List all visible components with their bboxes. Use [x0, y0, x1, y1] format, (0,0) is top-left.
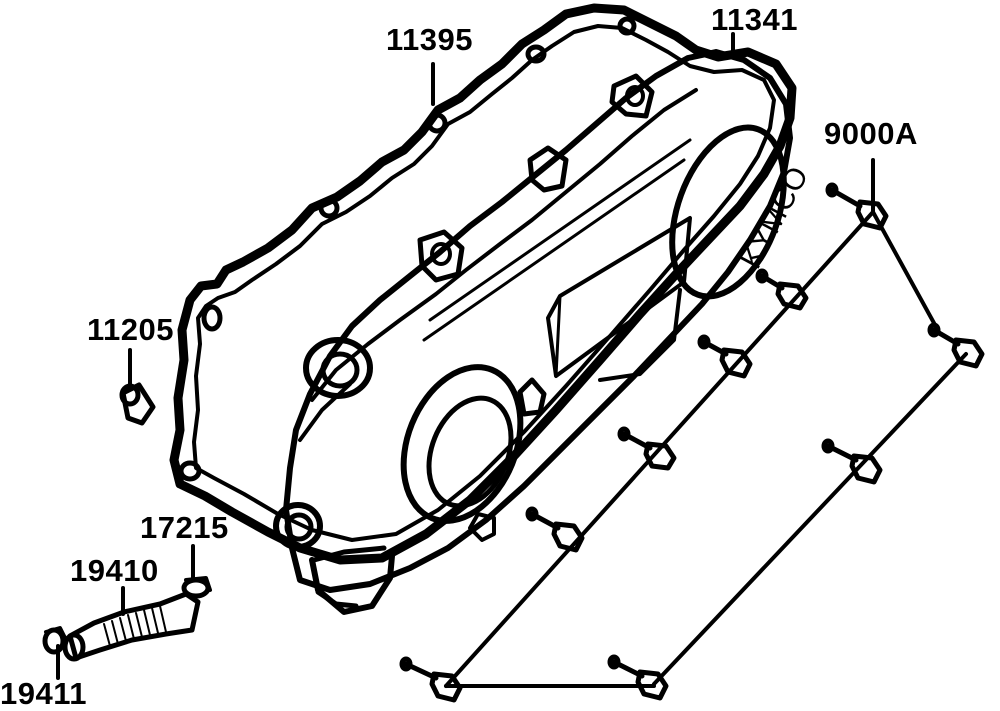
hose-clamp-19411: [42, 626, 68, 655]
vent-hose: [62, 591, 201, 662]
bolt: [607, 654, 669, 701]
part-label-9000A: 9000A: [824, 116, 918, 151]
logo-text: KYMCO: [734, 161, 815, 274]
bolt: [821, 438, 883, 485]
gasket: [169, 3, 797, 565]
gasket-hole: [426, 112, 448, 134]
part-label-19411: 19411: [0, 676, 87, 711]
gasket-hole: [178, 460, 202, 482]
logo-dome: [669, 124, 787, 300]
crankcase-cover: [273, 49, 793, 615]
bolt: [399, 656, 463, 703]
bolt: [755, 268, 809, 311]
gasket-hole: [617, 16, 637, 36]
part-label-17215: 17215: [140, 510, 229, 545]
bolt: [525, 506, 585, 553]
gasket-hole: [201, 304, 223, 332]
boss-hole: [430, 242, 452, 266]
bolt: [697, 334, 753, 379]
gasket-hole: [318, 197, 340, 219]
bolt: [617, 426, 677, 471]
gasket-hole: [525, 44, 547, 64]
part-label-11341: 11341: [711, 2, 798, 37]
part-label-19410: 19410: [70, 553, 159, 588]
oil-seal: [119, 382, 156, 426]
boss-hole: [625, 85, 645, 107]
hose-clamp-17215: [181, 576, 212, 599]
part-label-11205: 11205: [87, 312, 174, 347]
part-label-11395: 11395: [386, 22, 473, 57]
leader-lines: [56, 32, 968, 688]
bolt-set: [399, 182, 985, 703]
